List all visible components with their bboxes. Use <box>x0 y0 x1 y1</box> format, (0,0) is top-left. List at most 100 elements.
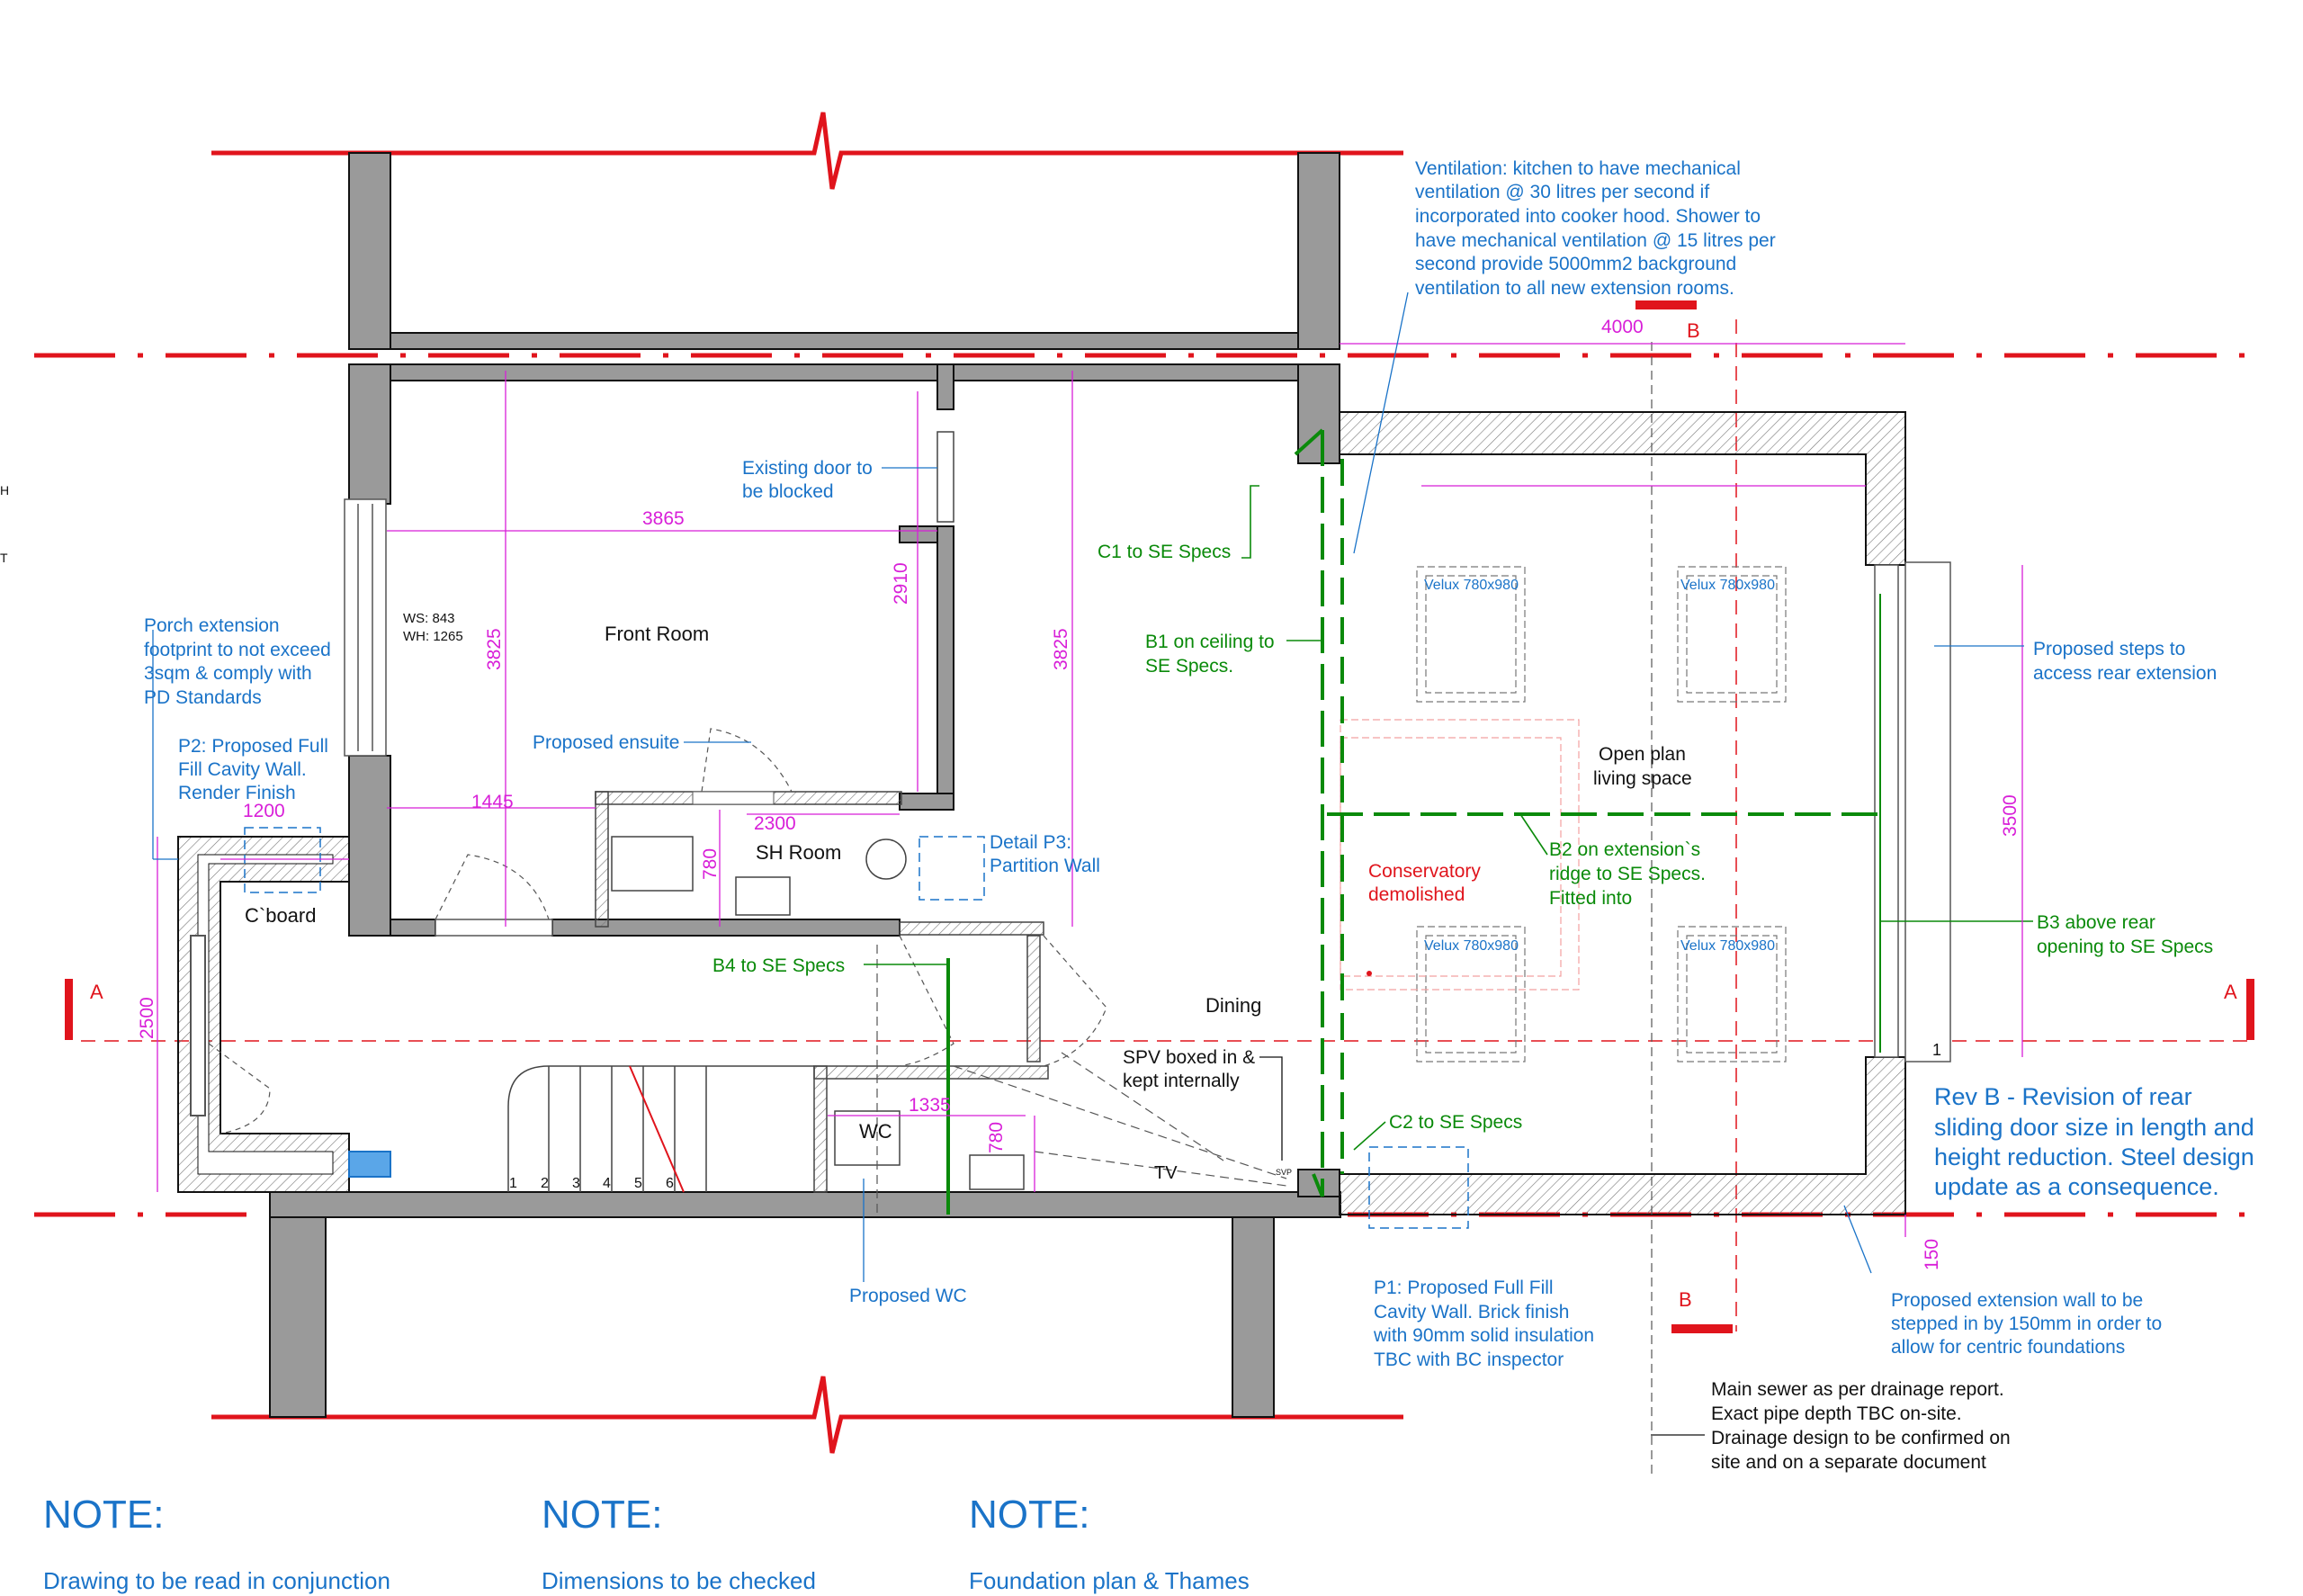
rev-b-note: Rev B - Revision of rear sliding door si… <box>1934 1083 2254 1200</box>
p1-line: P1: Proposed Full Fill <box>1374 1278 1554 1298</box>
notes-footer: NOTE: Drawing to be read in conjunction … <box>43 1493 1250 1594</box>
b2-note-line: B2 on extension`s <box>1549 839 1700 860</box>
conservatory-line: Conservatory <box>1368 861 1481 882</box>
sewer-line: Exact pipe depth TBC on-site. <box>1711 1403 1962 1424</box>
room-labels: Front Room SH Room C`board WC Dining TV … <box>245 611 1941 1183</box>
note-heading: NOTE: <box>969 1493 1089 1537</box>
dim-2910: 2910 <box>891 562 911 605</box>
p1-note: P1: Proposed Full Fill Cavity Wall. Bric… <box>1373 1278 1594 1370</box>
p2-line: Fill Cavity Wall. <box>178 759 307 780</box>
section-a-left: A <box>90 981 103 1003</box>
velux-label: Velux 780x980 <box>1680 938 1775 954</box>
wall-detail-boxes <box>244 827 1469 1229</box>
front-window <box>344 498 387 757</box>
sewer-line: site and on a separate document <box>1711 1452 1986 1473</box>
window-ws: WS: 843 <box>403 611 455 626</box>
sewer-line: Drainage design to be confirmed on <box>1711 1428 2011 1448</box>
wc-label: WC <box>859 1120 892 1143</box>
steel-beams <box>946 428 1881 1215</box>
edge-mark: H <box>0 483 9 498</box>
ventilation-line: ventilation to all new extension rooms. <box>1415 278 1734 299</box>
open-plan-label-2: living space <box>1593 768 1692 789</box>
rev-b-line: update as a consequence. <box>1934 1173 2219 1200</box>
section-a-right: A <box>2224 981 2237 1003</box>
p1-line: TBC with BC inspector <box>1374 1349 1564 1370</box>
ventilation-line: ventilation @ 30 litres per second if <box>1415 182 1709 202</box>
porch-walls <box>177 836 391 1193</box>
proposed-steps-note: Proposed steps to access rear extension <box>2033 639 2217 684</box>
note-heading: NOTE: <box>43 1493 164 1537</box>
stair-step: 2 <box>541 1176 549 1191</box>
p1-line: with 90mm solid insulation <box>1373 1325 1594 1346</box>
stair-step: 5 <box>634 1176 642 1191</box>
drain-lines <box>876 342 1653 1475</box>
extension-wall-line: stepped in by 150mm in order to <box>1891 1314 2162 1334</box>
existing-door-note: Existing door to be blocked <box>742 458 873 502</box>
edge-mark: T <box>0 551 8 565</box>
b2-note-line: Fitted into <box>1549 888 1632 909</box>
section-bars <box>65 300 2254 1333</box>
ventilation-line: have mechanical ventilation @ 15 litres … <box>1415 230 1776 251</box>
p1-line: Cavity Wall. Brick finish <box>1374 1302 1569 1323</box>
conservatory-dot <box>1367 971 1372 976</box>
spv-line: kept internally <box>1123 1071 1240 1091</box>
detail-p3-note: Detail P3: Partition Wall <box>990 832 1100 876</box>
fixtures <box>507 836 1025 1192</box>
front-room-label: Front Room <box>605 623 709 645</box>
rev-b-line: sliding door size in length and <box>1934 1114 2254 1141</box>
section-labels: A A B B <box>90 319 2237 1311</box>
section-b-top: B <box>1687 319 1700 342</box>
door-swings <box>208 728 1107 1134</box>
conservatory-note: Conservatory demolished <box>1368 861 1481 905</box>
rev-b-line: Rev B - Revision of rear <box>1934 1083 2192 1110</box>
porch-line: Porch extension <box>144 615 280 636</box>
tv-label: TV <box>1154 1163 1178 1183</box>
dining-label: Dining <box>1205 994 1261 1017</box>
c1-note: C1 to SE Specs <box>1098 542 1231 562</box>
b3-note-line: B3 above rear <box>2037 912 2155 933</box>
dim-1335: 1335 <box>909 1095 951 1116</box>
porch-note: Porch extension footprint to not exceed … <box>144 615 331 708</box>
dim-780-a: 780 <box>700 848 721 880</box>
c2-note: C2 to SE Specs <box>1389 1112 1522 1133</box>
dim-1445: 1445 <box>471 792 514 812</box>
dim-780-b: 780 <box>986 1122 1007 1153</box>
ventilation-note: Ventilation: kitchen to have mechanical … <box>1415 158 1776 299</box>
steel-notes: C1 to SE Specs B1 on ceiling to SE Specs… <box>712 542 2213 1133</box>
velux-outlines <box>1416 566 1787 1063</box>
extension-walls <box>1339 411 1951 1215</box>
edge-marks: H T <box>0 483 9 565</box>
porch-line: PD Standards <box>144 687 262 708</box>
stair-step: 3 <box>572 1176 580 1191</box>
velux-label: Velux 780x980 <box>1424 938 1519 954</box>
dim-4000: 4000 <box>1601 317 1644 337</box>
detail-p3-line: Partition Wall <box>990 856 1100 876</box>
note-body: Foundation plan & Thames <box>969 1567 1250 1594</box>
p2-line: P2: Proposed Full <box>178 736 328 757</box>
p2-line: Render Finish <box>178 783 296 803</box>
ventilation-line: Ventilation: kitchen to have mechanical <box>1415 158 1741 179</box>
extension-wall-note: Proposed extension wall to be stepped in… <box>1891 1290 2162 1358</box>
open-plan-label-1: Open plan <box>1599 744 1686 765</box>
proposed-steps-line: Proposed steps to <box>2033 639 2185 659</box>
velux-label: Velux 780x980 <box>1680 578 1775 593</box>
sewer-line: Main sewer as per drainage report. <box>1711 1379 2004 1400</box>
stair-step: 6 <box>666 1176 674 1191</box>
p2-note: P2: Proposed Full Fill Cavity Wall. Rend… <box>178 736 328 803</box>
detail-p3-line: Detail P3: <box>990 832 1071 853</box>
rev-b-line: height reduction. Steel design <box>1934 1143 2254 1170</box>
porch-line: 3sqm & comply with <box>144 663 312 684</box>
ensuite-partitions <box>595 431 1049 1193</box>
b4-note: B4 to SE Specs <box>712 955 845 976</box>
extension-wall-line: allow for centric foundations <box>1891 1337 2125 1358</box>
dimension-lines <box>157 343 2023 1237</box>
dim-3865: 3865 <box>642 508 685 529</box>
dim-3825-right: 3825 <box>1051 628 1071 670</box>
sh-room-label: SH Room <box>756 841 841 864</box>
section-b-bottom: B <box>1679 1288 1692 1311</box>
window-wh: WH: 1265 <box>403 629 463 644</box>
b2-note-line: ridge to SE Specs. <box>1549 864 1706 884</box>
b3-note-line: opening to SE Specs <box>2037 937 2213 957</box>
blue-leaders <box>152 291 2024 1282</box>
